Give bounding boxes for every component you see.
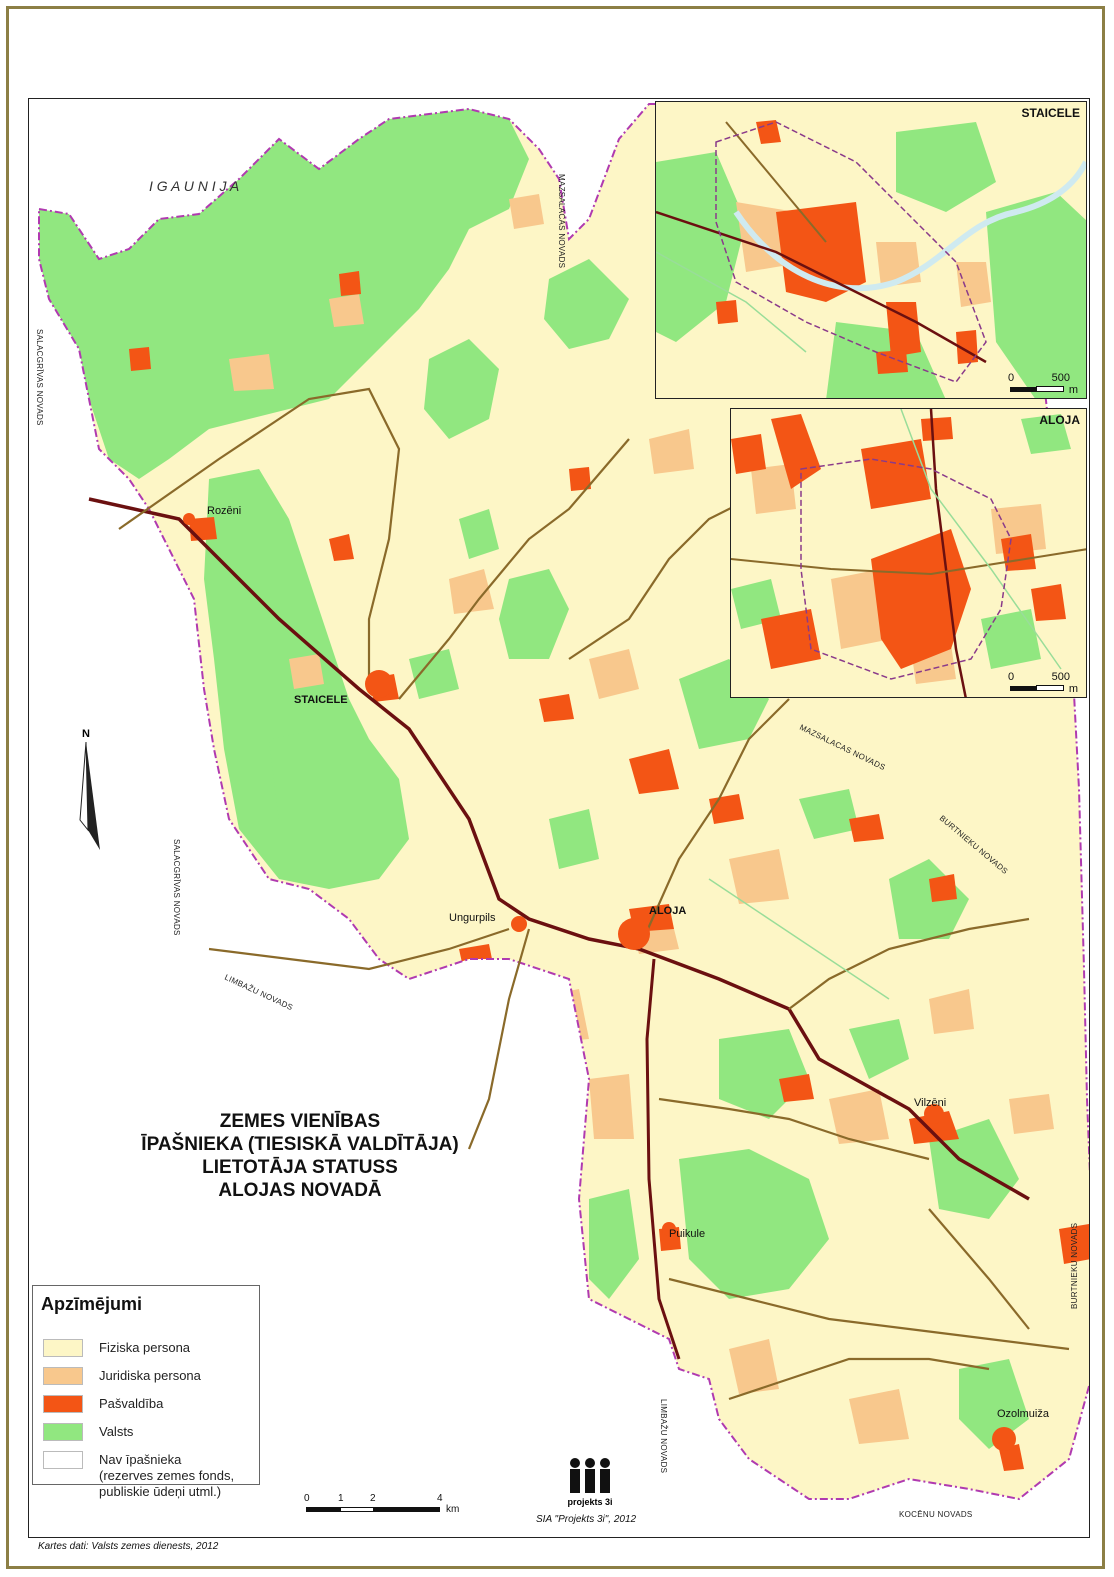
map-title-line-4: ALOJAS NOVADĀ	[218, 1180, 382, 1201]
place-rozeni: Rozēni	[207, 505, 241, 517]
legend-item-pasvaldiba: Pašvaldība	[43, 1394, 253, 1416]
map-title: ZEMES VIENĪBAS ĪPAŠNIEKA (TIESISKĀ VALDĪ…	[140, 1110, 460, 1202]
map-title-line-2: ĪPAŠNIEKA (TIESISKĀ VALDĪTĀJA)	[141, 1134, 459, 1155]
railway	[708, 878, 890, 1000]
scale-tick-2: 2	[370, 1493, 376, 1504]
place-aloja: ALOJA	[649, 905, 686, 917]
north-arrow: N	[78, 728, 108, 850]
neighbor-salacgrivas-south: SALACGRĪVAS NOVADS	[172, 839, 181, 936]
legend-label-nav-3: publiskie ūdeņi utml.)	[99, 1484, 222, 1499]
legend-label-juridiska: Juridiska persona	[99, 1368, 201, 1383]
inset-aloja-scale-0: 0	[1008, 671, 1015, 683]
place-ungurpils: Ungurpils	[449, 912, 496, 924]
main-road-south	[645, 958, 681, 1360]
north-arrow-icon	[79, 741, 100, 850]
settlement-clusters	[183, 513, 1016, 1451]
logo-icon	[570, 1458, 610, 1493]
map-title-line-3: LIETOTĀJA STATUSS	[202, 1157, 398, 1178]
scale-tick-0: 0	[304, 1493, 310, 1504]
place-puikule: Puikule	[669, 1228, 705, 1240]
place-vilzeni: Vilzēni	[914, 1097, 946, 1109]
legend-label-fiziska: Fiziska persona	[99, 1340, 191, 1355]
map-title-line-1: ZEMES VIENĪBAS	[219, 1111, 381, 1132]
scale-bar: 0 1 2 4 km	[300, 1493, 480, 1523]
credit-data-source: Kartes dati: Valsts zemes dienests, 2012	[38, 1541, 219, 1552]
inset-staicele-scale-0: 0	[1008, 372, 1015, 384]
credit-author: SIA "Projekts 3i", 2012	[536, 1514, 637, 1525]
inset-aloja-scale: 0 500 m	[1008, 671, 1078, 695]
legend-swatch-valsts	[43, 1423, 83, 1441]
logo: projekts 3i	[565, 1457, 615, 1507]
legend-item-nav: Nav īpašnieka (rezerves zemes fonds, pub…	[43, 1450, 253, 1502]
inset-aloja[interactable]: ALOJA 0 500 m	[730, 408, 1087, 698]
inset-staicele-scale-500: 500	[1051, 372, 1070, 384]
main-road	[88, 497, 1030, 1201]
place-ozolmuiza: Ozolmuiža	[997, 1408, 1050, 1420]
legend-title: Apzīmējumi	[41, 1294, 143, 1314]
neighbor-kocenu: KOCĒNU NOVADS	[899, 1510, 973, 1519]
neighbor-mazsalacas-north: MAZSALACAS NOVADS	[557, 174, 566, 268]
legend: Apzīmējumi Fiziska persona Juridiska per…	[32, 1285, 260, 1499]
legend-swatch-fiziska	[43, 1339, 83, 1357]
legend-swatch-nav	[43, 1451, 83, 1469]
legend-label-pasvaldiba: Pašvaldība	[99, 1396, 164, 1411]
inset-staicele[interactable]: STAICELE 0 500 m	[655, 101, 1087, 399]
legend-label-nav-1: Nav īpašnieka	[99, 1452, 182, 1467]
legend-item-fiziska: Fiziska persona	[43, 1338, 253, 1360]
legend-label-nav: Nav īpašnieka (rezerves zemes fonds, pub…	[99, 1452, 234, 1500]
legend-swatch-juridiska	[43, 1367, 83, 1385]
country-label: I G A U N I J A	[149, 178, 239, 194]
municipality-boundary	[38, 103, 1089, 1501]
inset-aloja-scale-500: 500	[1051, 671, 1070, 683]
legend-label-valsts: Valsts	[99, 1424, 134, 1439]
place-staicele: STAICELE	[294, 694, 348, 706]
secondary-roads	[118, 387, 1070, 1401]
logo-text: projekts 3i	[567, 1497, 613, 1507]
inset-staicele-scale: 0 500 m	[1008, 372, 1078, 396]
neighbor-salacgrivas-north: SALACGRĪVAS NOVADS	[35, 329, 44, 426]
scale-unit: km	[446, 1504, 460, 1515]
legend-item-valsts: Valsts	[43, 1422, 253, 1444]
outer-frame	[6, 6, 1105, 1569]
inset-aloja-title: ALOJA	[1039, 413, 1080, 427]
municipal-land	[129, 271, 1089, 1471]
legend-label-nav-2: (rezerves zemes fonds,	[99, 1468, 235, 1483]
inset-staicele-scale-unit: m	[1068, 384, 1078, 396]
inset-aloja-map	[731, 409, 1086, 697]
scale-tick-1: 1	[338, 1493, 344, 1504]
scale-tick-4: 4	[437, 1493, 443, 1504]
inset-staicele-title: STAICELE	[1021, 106, 1080, 120]
inset-staicele-map	[656, 120, 1086, 398]
neighbor-burtnieku-east: BURTNIEKU NOVADS	[1070, 1223, 1079, 1309]
legend-item-juridiska: Juridiska persona	[43, 1366, 253, 1388]
neighbor-limbazu-west: LIMBAŽU NOVADS	[223, 973, 294, 1013]
north-label: N	[82, 728, 90, 740]
neighbor-limbazu-south: LIMBAŽU NOVADS	[659, 1399, 668, 1473]
inset-aloja-scale-unit: m	[1068, 683, 1078, 695]
legend-swatch-pasvaldiba	[43, 1395, 83, 1413]
